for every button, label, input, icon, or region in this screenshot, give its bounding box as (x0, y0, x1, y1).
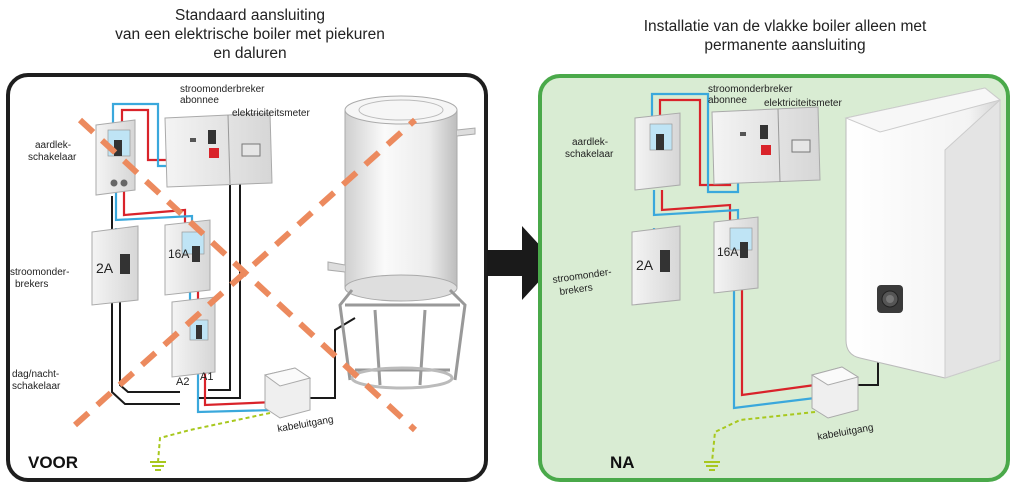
right-badge-na: NA (610, 453, 635, 472)
left-subscriber-breaker-and-meter (164, 112, 273, 188)
left-label-breaker-subscriber-2: abonnee (180, 95, 219, 106)
left-title-line-3: en daluren (213, 45, 287, 62)
right-flat-boiler (844, 87, 1002, 379)
left-label-a2: A2 (176, 376, 189, 388)
left-panel-title: Standaard aansluiting van een elektrisch… (40, 6, 460, 63)
right-2a-breaker: 2A (631, 225, 681, 306)
left-label-daynight-2: schakelaar (12, 381, 61, 392)
left-earth-leakage-switch (95, 119, 136, 196)
right-label-earth-switch-1: aardlek- (572, 137, 608, 148)
right-panel-title: Installatie van de vlakke boiler alleen … (560, 17, 1010, 55)
left-label-16a: 16A (168, 247, 189, 261)
right-title-line-1: Installatie van de vlakke boiler alleen … (643, 18, 927, 35)
left-label-meter: elektriciteitsmeter (232, 108, 310, 119)
left-label-breakers-1: stroomonder- (10, 267, 69, 278)
right-title-line-2: permanente aansluiting (704, 37, 866, 54)
left-label-breakers-2: brekers (15, 279, 48, 290)
right-subscriber-breaker-and-meter (711, 106, 821, 185)
left-label-breaker-subscriber-1: stroomonderbreker (180, 84, 265, 95)
left-label-earth-switch-2: schakelaar (28, 152, 77, 163)
right-label-meter: elektriciteitsmeter (764, 98, 842, 109)
left-label-2a: 2A (96, 260, 114, 276)
left-title-line-1: Standaard aansluiting (175, 7, 325, 24)
left-earth-symbol (150, 461, 166, 471)
left-cross-out-mark (72, 117, 418, 433)
right-label-earth-switch-2: schakelaar (565, 149, 614, 160)
left-cylindrical-boiler (327, 95, 476, 390)
left-panel: 2A 16A A2 A1 (6, 73, 488, 482)
left-16a-breaker: 16A (164, 219, 211, 296)
left-title-line-2: van een elektrische boiler met piekuren (115, 26, 385, 43)
right-label-16a: 16A (717, 245, 738, 259)
right-label-breaker-subscriber-2: abonnee (708, 95, 747, 106)
left-day-night-switch: A2 A1 (171, 296, 216, 388)
right-earth-leakage-switch (634, 112, 681, 191)
left-label-daynight-1: dag/nacht- (12, 369, 59, 380)
left-2a-breaker: 2A (91, 225, 139, 306)
right-label-2a: 2A (636, 257, 654, 273)
right-earth-symbol (704, 461, 720, 471)
right-16a-breaker: 16A (713, 216, 759, 294)
left-label-a1: A1 (200, 371, 213, 383)
left-badge-voor: VOOR (28, 453, 78, 472)
left-label-earth-switch-1: aardlek- (35, 140, 71, 151)
right-panel: 2A 16A stroomonderbreker abonnee (538, 74, 1010, 482)
right-label-breaker-subscriber-1: stroomonderbreker (708, 84, 793, 95)
right-earth-wire (711, 411, 816, 463)
left-cable-exit-box (263, 367, 312, 419)
right-label-breakers-2: brekers (559, 282, 594, 298)
right-cable-exit-box (810, 366, 860, 419)
